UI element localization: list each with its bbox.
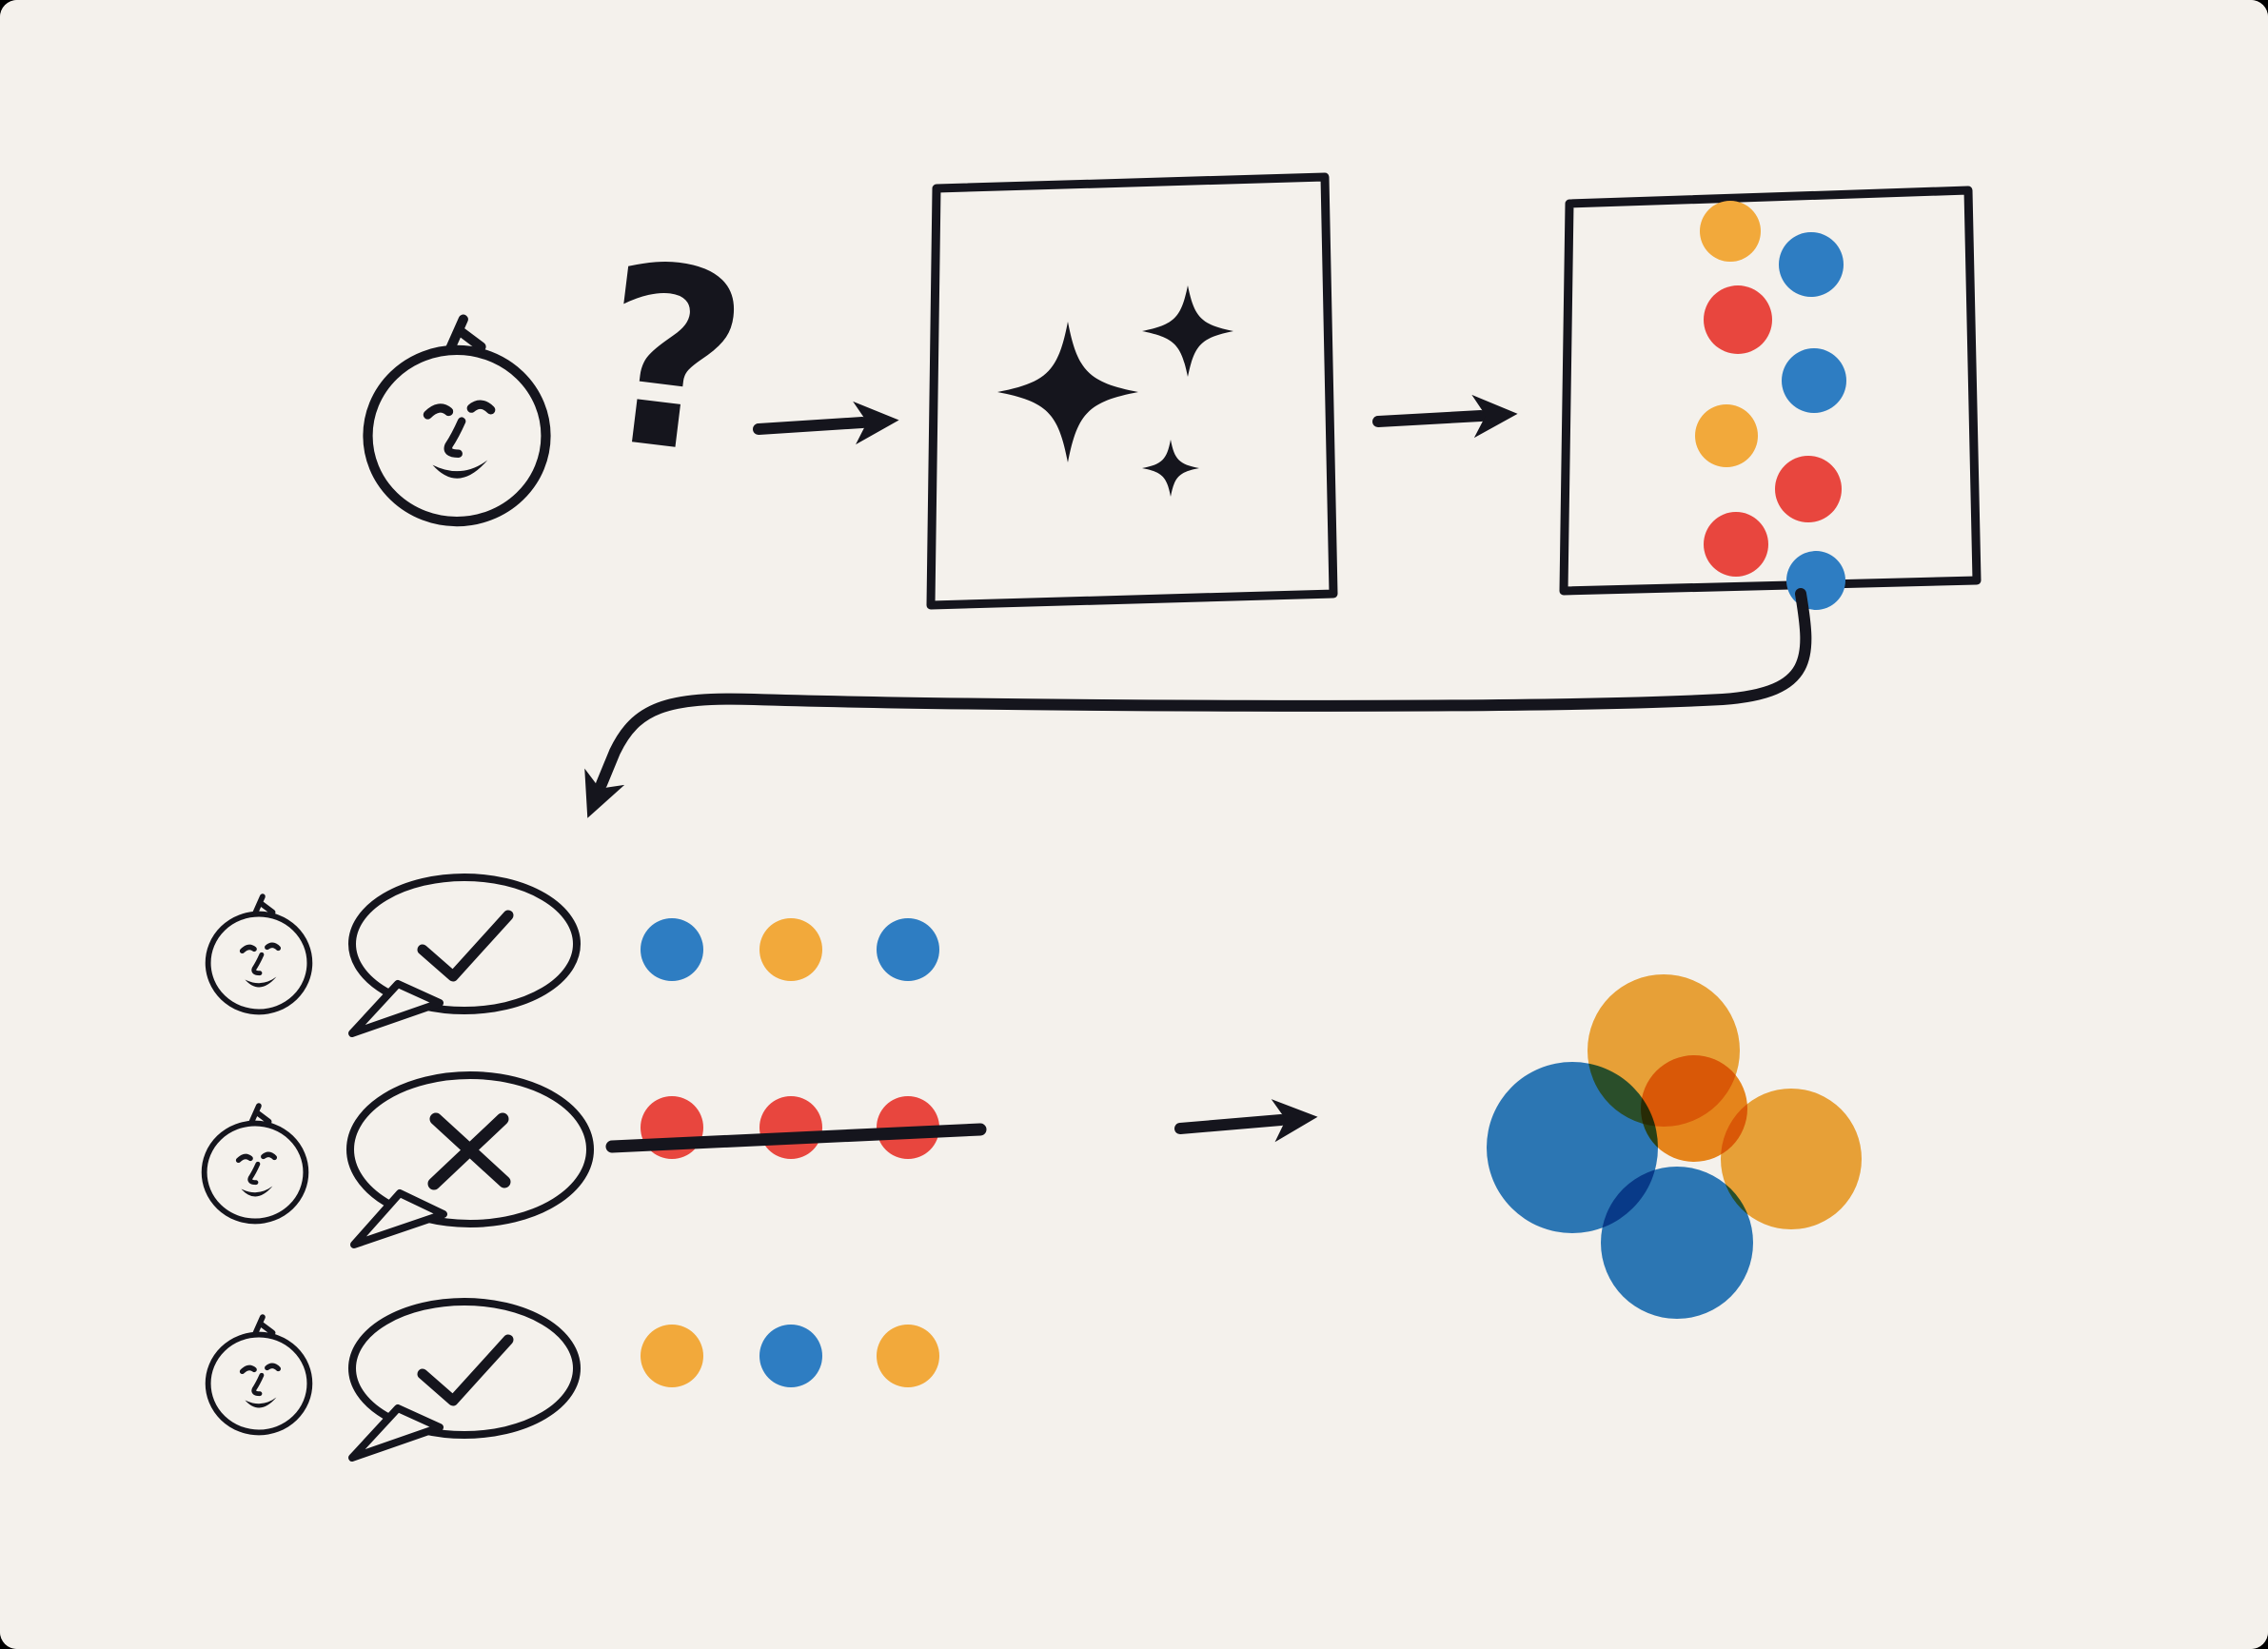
output-dot-yellow [1700,201,1761,262]
sample-dots [641,918,939,981]
cluster-circle-bottom [1601,1167,1753,1319]
result-cluster [1487,974,1862,1319]
arrow-user-to-model [753,401,899,445]
arrow-output-to-feedback [584,588,1812,818]
strikethrough-line [605,1123,987,1153]
sample-dot-blue [641,918,703,981]
cluster-circle-right [1721,1089,1862,1229]
sample-dot-yellow [641,1325,703,1387]
cluster-circle-top-inner [1641,1055,1747,1162]
sample-dot-red [759,1096,822,1159]
top-flow: ? [368,172,1982,610]
speech-bubble [346,1071,594,1248]
speech-bubble [348,874,581,1037]
output-dot-blue [1786,551,1845,610]
output-box [1559,186,1982,610]
output-dot-red [1704,512,1768,577]
check-icon [417,1334,514,1406]
sparkles-icon [997,285,1233,497]
arrow-model-to-output [1372,394,1518,439]
sample-dot-yellow [877,1325,939,1387]
feedback-row-2 [205,1071,987,1248]
feedback-row-1 [208,874,939,1037]
output-dot-yellow [1695,404,1758,467]
output-dot-red [1775,456,1842,522]
output-dots [1695,201,1846,610]
sample-dot-blue [759,1325,822,1387]
x-icon [427,1112,511,1190]
check-icon [417,910,514,982]
feedback-row-3 [208,1298,939,1462]
output-dot-red [1704,285,1772,354]
sample-dot-blue [877,918,939,981]
arrow-feedback-to-result [1174,1099,1318,1143]
question-mark: ? [583,210,761,513]
speech-bubble [348,1298,581,1462]
model-box [926,172,1338,610]
feedback-rows [205,874,987,1462]
output-dot-blue [1779,232,1844,297]
output-dot-blue [1782,348,1846,413]
sample-dot-yellow [759,918,822,981]
sample-dots [641,1325,939,1387]
